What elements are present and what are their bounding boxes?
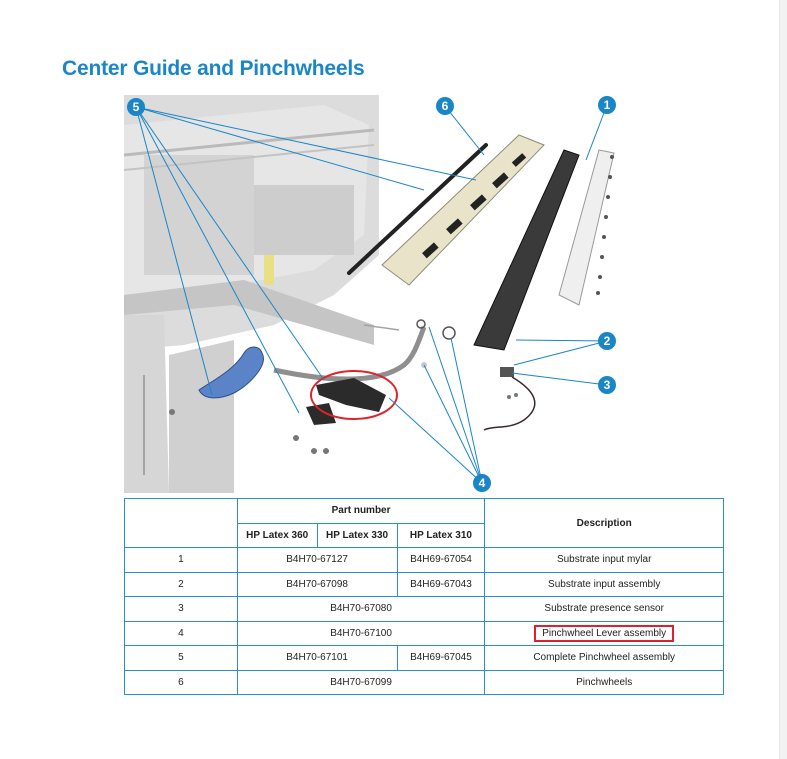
svg-text:1: 1	[604, 98, 611, 112]
table-row: 2 B4H70-67098 B4H69-67043 Substrate inpu…	[124, 571, 724, 597]
substrate-presence-sensor	[483, 367, 536, 431]
highlight-box: Pinchwheel Lever assembly	[534, 624, 675, 642]
table-subheader-row: HP Latex 360 HP Latex 330 HP Latex 310	[125, 522, 724, 548]
callout-6-icon: 6	[436, 97, 454, 115]
blue-handle	[198, 346, 264, 399]
part-number-all: B4H70-67100	[236, 620, 486, 646]
mylar-screws	[596, 155, 614, 295]
table-row: 3 B4H70-67080 Substrate presence sensor	[124, 596, 724, 622]
small-screws	[169, 393, 518, 454]
model-header-360: HP Latex 360	[236, 522, 318, 548]
substrate-input-mylar	[558, 149, 615, 306]
svg-text:4: 4	[479, 476, 486, 490]
part-number-all: B4H70-67080	[236, 596, 486, 622]
item-header	[124, 498, 238, 548]
pinchwheel-lever-parts	[306, 319, 456, 425]
svg-text:6: 6	[442, 99, 449, 113]
part-number-310: B4H69-67043	[396, 571, 486, 597]
item-number: 3	[124, 596, 238, 622]
table-row: 4 B4H70-67100 Pinchwheel Lever assembly	[124, 620, 724, 646]
lever-shaft	[273, 326, 427, 382]
substrate-input-assembly	[473, 149, 580, 351]
svg-text:3: 3	[604, 378, 611, 392]
item-number: 4	[124, 620, 238, 646]
part-number-360-330: B4H70-67101	[236, 645, 398, 671]
part-number-310: B4H69-67045	[396, 645, 486, 671]
part-number-310: B4H69-67054	[396, 547, 486, 573]
model-header-310: HP Latex 310	[396, 522, 486, 548]
description: Substrate presence sensor	[484, 596, 724, 622]
svg-text:5: 5	[133, 100, 140, 114]
svg-text:2: 2	[604, 334, 611, 348]
callout-5-icon: 5	[127, 98, 145, 116]
item-number: 5	[124, 645, 238, 671]
part-number-360-330: B4H70-67127	[236, 547, 398, 573]
pinchwheel-rod	[347, 143, 488, 275]
model-header-330: HP Latex 330	[316, 522, 398, 548]
callout-3-icon: 3	[598, 376, 616, 394]
page-title: Center Guide and Pinchwheels	[62, 57, 365, 80]
table-row: 5 B4H70-67101 B4H69-67045 Complete Pinch…	[124, 645, 724, 671]
exploded-parts-diagram: 1 2 3 4 5 6	[124, 95, 624, 493]
description: Pinchwheels	[484, 669, 724, 695]
item-number: 6	[124, 669, 238, 695]
part-number-all: B4H70-67099	[236, 669, 486, 695]
part-number-360-330: B4H70-67098	[236, 571, 398, 597]
description: Substrate input mylar	[484, 547, 724, 573]
table-header-row: Part number Description	[124, 498, 724, 548]
callout-2-icon: 2	[598, 332, 616, 350]
callout-4-icon: 4	[473, 474, 491, 492]
item-number: 2	[124, 571, 238, 597]
center-guide-plate	[381, 134, 545, 286]
description-header: Description	[484, 498, 724, 548]
highlight-ellipse	[310, 370, 398, 420]
description: Complete Pinchwheel assembly	[484, 645, 724, 671]
description: Substrate input assembly	[484, 571, 724, 597]
leader-lines	[135, 104, 608, 484]
parts-table: Part number Description HP Latex 360 HP …	[124, 498, 724, 695]
item-number: 1	[124, 547, 238, 573]
part-number-header: Part number	[236, 498, 486, 524]
scrollbar-edge[interactable]	[779, 0, 787, 759]
description-highlighted: Pinchwheel Lever assembly	[484, 620, 724, 646]
callout-1-icon: 1	[598, 96, 616, 114]
table-row: 1 B4H70-67127 B4H69-67054 Substrate inpu…	[124, 547, 724, 573]
table-row: 6 B4H70-67099 Pinchwheels	[124, 669, 724, 695]
